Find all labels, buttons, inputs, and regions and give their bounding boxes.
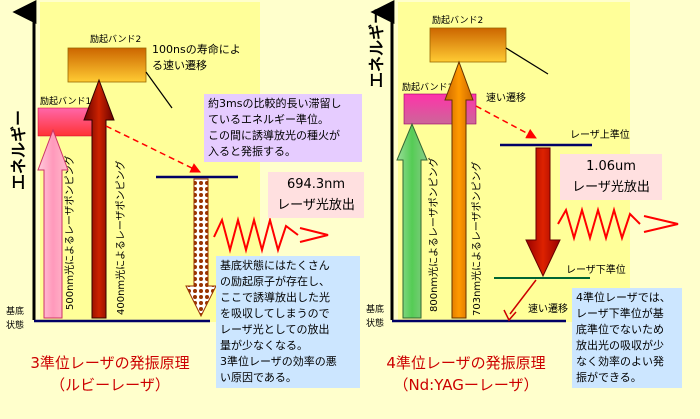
right-emission-label: 1.06um レーザ光放出 <box>560 154 662 200</box>
left-axis-label: エネルギー <box>9 110 28 190</box>
left-emission-wave <box>213 216 299 254</box>
right-laser-drop-arrow <box>525 147 561 278</box>
left-band1-label: 励起バンド1 <box>40 96 91 107</box>
right-lower-decay-arrowhead <box>503 309 517 322</box>
left-pump1-label: 500nm光によるレーザポンピング <box>63 155 76 310</box>
left-fast-decay-arrow <box>145 71 173 109</box>
left-ground-label-2: 状態 <box>6 319 24 331</box>
left-band1-decay-arrow <box>105 125 201 173</box>
left-band2-label: 励起バンド2 <box>90 34 141 45</box>
right-upper-level-label: レーザ上準位 <box>570 128 630 141</box>
right-lower-fast-label: 速い遷移 <box>528 302 568 315</box>
right-axis-label: エネルギー <box>367 8 386 88</box>
right-lower-level-label: レーザ下準位 <box>566 263 626 276</box>
left-ground-label-1: 基底 <box>6 305 24 317</box>
right-ground-label-2: 状態 <box>366 317 384 329</box>
left-caption: 3準位レーザの発振原理 （ルビーレーザ） <box>30 354 190 394</box>
left-pump-arrow-400nm <box>83 78 115 319</box>
left-decay-note: 100nsの寿命によ る速い遷移 <box>152 43 241 72</box>
right-band2 <box>429 27 507 63</box>
right-band2-decay-arrow <box>505 47 549 75</box>
right-note: 4準位レーザでは、 レーザ下準位が基 底準位でないため 放出光の吸収が少 なく効… <box>572 288 682 388</box>
left-ground-note: 基底状態にはたくさん の励起原子が存在し、 ここで誘導放出した光 を吸収してしま… <box>216 256 360 388</box>
right-ground-label-1: 基底 <box>366 303 384 315</box>
left-laser-drop-arrow <box>185 178 217 318</box>
left-emission-arrowhead <box>299 227 329 243</box>
right-emission-wave <box>557 206 641 242</box>
right-pump-arrow-800nm <box>396 122 428 319</box>
right-emission-arrowhead <box>643 215 679 233</box>
left-emission-label: 694.3nm レーザ光放出 <box>268 172 364 218</box>
left-metastable-note: 約3msの比較的長い滞留し ているエネルギー準位。 この間に誘導放光の種火が 入… <box>204 94 362 162</box>
right-band1-label: 励起バンド1 <box>402 82 453 93</box>
right-pump-arrow-703nm <box>444 60 474 319</box>
right-band2-label: 励起バンド2 <box>432 15 483 26</box>
left-pump-arrow-500nm <box>37 128 69 319</box>
left-band2 <box>67 47 147 83</box>
right-caption: 4準位レーザの発振原理 （Nd:YAGーレーザ） <box>386 354 546 394</box>
right-lower-decay-arrow <box>509 279 537 315</box>
right-pump2-label: 703nm光によるレーザポンピング <box>470 161 483 316</box>
right-fast-decay-label: 速い遷移 <box>486 91 526 104</box>
left-pump2-label: 400nm光によるレーザポンピング <box>114 160 127 315</box>
right-pump1-label: 800nm光によるレーザポンピング <box>427 157 440 312</box>
right-band1-decay-arrow <box>475 105 537 139</box>
